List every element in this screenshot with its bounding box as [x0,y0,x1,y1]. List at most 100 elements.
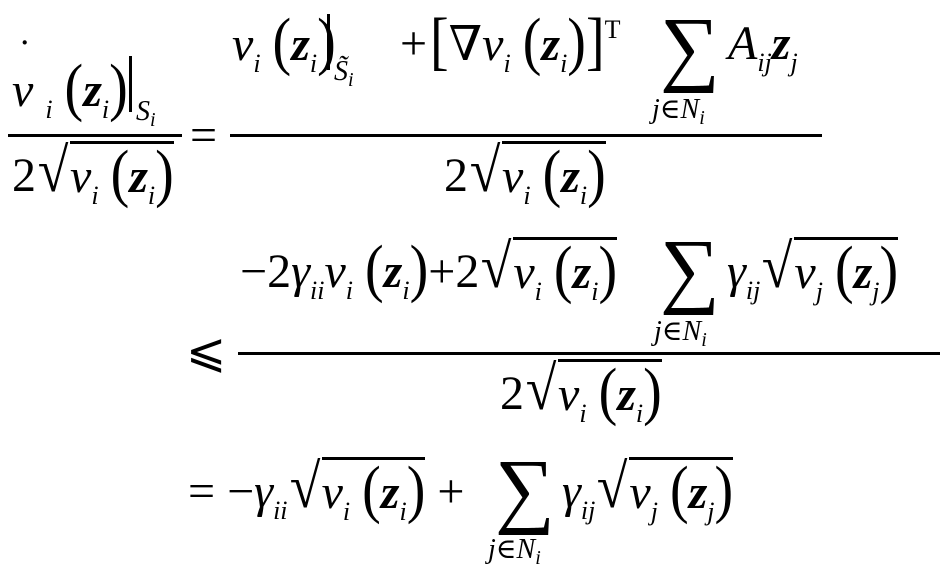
subscript-i: i [523,181,531,210]
symbol-v: v [558,368,580,421]
index-set: j∈N [652,94,700,125]
paren-open: ( [522,6,542,78]
line2-gamma-sqrt-term: γij√vj (zj) [727,233,899,305]
paren-open: ( [598,356,618,428]
symbol-z: z [129,150,148,203]
subscript-i: i [91,181,99,210]
lhs-denominator: 2√vi (zi) [12,140,174,209]
set-S: S [136,96,150,127]
symbol-v: v [321,466,343,519]
subscript-ii: ii [273,496,288,525]
v-dot: v ˙ [12,34,45,117]
subscript-i: i [348,69,354,91]
radical-sign-icon: √ [597,453,628,521]
paren-open: ( [110,138,130,210]
subscript-j: j [872,277,880,306]
sum-lower-limit: j∈Ni [652,94,705,129]
symbol-v: v [324,245,346,298]
subscript-i: i [701,329,707,351]
summation-icon: ∑ [495,443,555,536]
paren-close: ) [155,138,174,210]
subscript-i: i [399,497,407,526]
dot-accent: ˙ [18,31,32,76]
symbol-z: z [771,17,791,70]
sqrt: √vi (zi) [479,236,618,305]
subscript-i: i [150,109,156,131]
minus-sign: − [227,465,255,518]
symbol-v: v [513,246,535,299]
coeff-2: 2 [455,245,480,298]
paren-close: ) [406,454,426,526]
restriction-bar [129,56,132,112]
line2-denominator: 2√vi (zi) [500,358,662,427]
subscript-i: i [253,49,261,78]
rhs-numerator: v˙i (zi) [232,0,336,77]
paren-open: ( [365,233,384,305]
restriction-set-tilde: S̃i [334,56,354,91]
symbol-z: z [617,368,636,421]
subscript-i: i [579,181,588,210]
radical-sign-icon: √ [762,233,793,301]
paren-close: ) [714,454,734,526]
radicand: vi (zi) [502,141,606,209]
symbol-z: z [541,18,561,71]
subscript-ij: ij [580,496,596,525]
subscript-i: i [147,181,156,210]
rhs-fraction-bar [230,134,822,137]
sum-lower-limit: j∈Ni [488,536,541,569]
subscript-j: j [707,497,715,526]
symbol-v: v [12,64,34,117]
sqrt: √vj (zj) [595,453,734,525]
symbol-v: v [794,246,816,299]
radicand: vj (zj) [629,457,734,525]
v-dot: v˙ [232,0,254,71]
line2-fraction-bar [238,352,940,355]
less-equal-sign: ⩽ [186,325,227,378]
coeff-2: 2 [12,149,36,202]
subscript-i: i [579,399,587,428]
symbol-v: v [232,18,254,71]
symbol-A: A [728,17,758,70]
subscript-i: i [45,95,53,124]
symbol-v: v [502,150,524,203]
subscript-i: i [101,95,110,124]
set-S-tilde: S̃ [334,56,348,87]
paren-open: ( [64,52,84,124]
symbol-gamma: γ [562,465,581,518]
paren-open: ( [362,454,381,526]
paren-open: ( [272,6,292,78]
paren-close: ) [879,234,899,306]
rhs-denominator: 2√vi (zi) [444,140,606,209]
plus-sign: + [400,17,428,70]
paren-close: ) [587,138,606,210]
paren-open: ( [834,234,854,306]
sum-lower-limit: j∈Ni [654,318,707,351]
symbol-gamma: γ [254,465,274,518]
symbol-z: z [853,246,873,299]
paren-close: ) [598,234,618,306]
paren-close: ) [643,356,662,428]
radicand: vi (zi) [513,237,618,305]
symbol-v: v [482,18,504,71]
paren-close: ) [317,10,336,74]
symbol-v: v [70,150,92,203]
sqrt: √vi (zi) [468,140,606,209]
sqrt: √vi (zi) [524,358,662,427]
subscript-ij: ij [757,48,772,77]
restriction-set: Si [136,96,156,131]
radicand: vi (zi) [558,359,662,427]
restriction-bar [327,14,330,70]
coeff-2: 2 [500,367,524,420]
subscript-i: i [503,49,511,78]
symbol-z: z [83,64,102,117]
paren-open: ( [542,138,562,210]
subscript-i: i [534,277,542,306]
paren-close: ) [409,233,429,305]
radicand: vi (zi) [321,457,426,525]
bracket-close: ] [585,6,605,78]
subscript-i: i [591,277,599,306]
equals-sign: = [190,109,218,162]
subscript-ii: ii [310,276,325,305]
dot-accent: ˙ [238,0,252,30]
paren-open: ( [553,234,573,306]
